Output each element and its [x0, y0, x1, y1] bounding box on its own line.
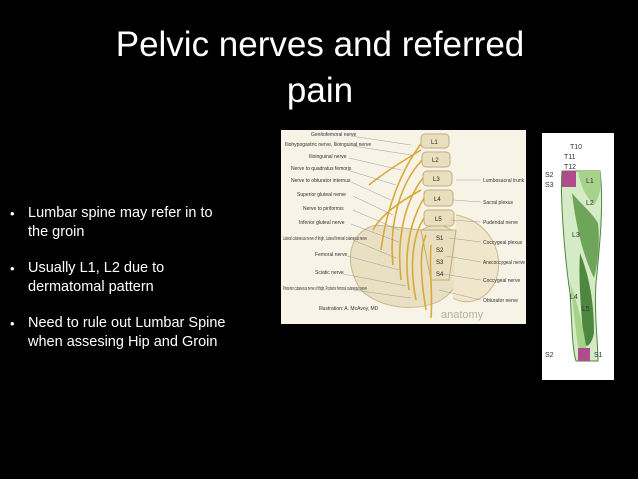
vertebra-label: L5	[435, 217, 442, 223]
bullet-text-line: Lumbar spine may refer in to	[28, 205, 213, 221]
bullet-text-line: when assesing Hip and Groin	[28, 334, 218, 350]
nerve-label: Lateral cutaneous nerve of thigh, Latera…	[283, 236, 367, 242]
bullet-text-line: dermatomal pattern	[28, 279, 154, 295]
bullet-text-line: Need to rule out Lumbar Spine	[28, 315, 226, 331]
dermatome-label: T10	[570, 144, 582, 151]
nerve-label: Genitofemoral nerve	[311, 132, 357, 138]
vertebra-label: L1	[431, 140, 438, 146]
dermatome-label: L1	[586, 178, 594, 185]
pelvic-nerves-illustration: Genitofemoral nerve Iliohypogastric nerv…	[281, 130, 526, 324]
dermatome-label: S2	[545, 352, 554, 359]
nerve-branches	[368, 143, 433, 319]
dermatome-leg-illustration: T10 T11 T12 S2 S3 L1 L2 L3 L4 L5 S2 S1	[542, 133, 614, 380]
bullet-item: • Usually L1, L2 due to dermatomal patte…	[10, 259, 278, 297]
vertebra-label: S4	[436, 272, 444, 278]
iliac-wing	[452, 214, 500, 303]
nerve-label: Superior gluteal nerve	[297, 192, 346, 198]
dermatome-label: S3	[545, 182, 554, 189]
vertebral-column	[420, 133, 457, 281]
bullet-list: • Lumbar spine may refer in to the groin…	[10, 204, 278, 369]
bullet-dot: •	[10, 206, 15, 221]
pelvic-nerves-svg: Genitofemoral nerve Iliohypogastric nerv…	[283, 132, 525, 321]
nerve-label: Nerve to piriformis	[303, 206, 344, 212]
illustration-credit: Illustration: A. McAvoy, MD	[319, 306, 379, 312]
nerve-label: Sciatic nerve	[315, 270, 344, 276]
nerve-label: Sacral plexus	[483, 200, 514, 206]
dermatome-label: S1	[594, 352, 603, 359]
nerve-label: Coccygeal nerve	[483, 278, 520, 284]
vertebra-label: S3	[436, 260, 444, 266]
nerve-label: Obturator nerve	[483, 298, 518, 304]
nerve-label: Femoral nerve	[315, 252, 347, 258]
vertebra-label: L3	[433, 177, 440, 183]
dermatome-l2	[572, 193, 599, 278]
dermatome-label: T11	[564, 154, 576, 161]
nerve-label: Inferior gluteal nerve	[299, 220, 345, 226]
vertebra-label: L2	[432, 158, 439, 164]
bullet-text-line: Usually L1, L2 due to	[28, 260, 165, 276]
title-line-1: Pelvic nerves and referred	[115, 25, 525, 64]
nerve-label: Coccygeal plexus	[483, 240, 523, 246]
title-line-2: pain	[286, 71, 354, 110]
dermatome-label: T12	[564, 164, 576, 171]
watermark-text: anatomy	[441, 309, 484, 321]
slide-title: Pelvic nerves and referred pain	[60, 22, 580, 114]
nerve-label: Lumbosacral trunk	[483, 178, 525, 184]
dermatome-label: L4	[570, 294, 578, 301]
nerve-label: Anococcygeal nerve	[483, 260, 525, 266]
dermatome-label: L5	[582, 306, 590, 313]
bullet-text-line: the groin	[28, 224, 85, 240]
bullet-item: • Need to rule out Lumbar Spine when ass…	[10, 314, 278, 352]
vertebra-label: S2	[436, 248, 444, 254]
dermatome-label: L2	[586, 200, 594, 207]
dermatome-foot-s	[578, 348, 590, 361]
dermatome-l3	[579, 253, 594, 346]
nerve-label: Iliohypogastric nerve, Ilioinguinal nerv…	[285, 142, 371, 148]
bullet-item: • Lumbar spine may refer in to the groin	[10, 204, 278, 242]
vertebra-label: S1	[436, 236, 444, 242]
nerve-label: Nerve to obturator internus	[291, 178, 351, 184]
nerve-label: Ilioinguinal nerve	[309, 154, 347, 160]
dermatome-svg: T10 T11 T12 S2 S3 L1 L2 L3 L4 L5 S2 S1	[545, 144, 603, 362]
nerve-label: Posterior cutaneous nerve of thigh, Post…	[283, 286, 367, 292]
bullet-dot: •	[10, 316, 15, 331]
nerve-label: Pudendal nerve	[483, 220, 518, 226]
dermatome-l4	[570, 283, 588, 358]
dermatome-label: S2	[545, 172, 554, 179]
leader-lines	[342, 135, 482, 301]
dermatome-label: L3	[572, 232, 580, 239]
nerve-label: Nerve to quadratus femoris	[291, 166, 352, 172]
dermatome-sacral	[562, 171, 576, 187]
vertebra-label: L4	[434, 197, 441, 203]
dermatome-l1	[578, 171, 601, 205]
bullet-dot: •	[10, 261, 15, 276]
